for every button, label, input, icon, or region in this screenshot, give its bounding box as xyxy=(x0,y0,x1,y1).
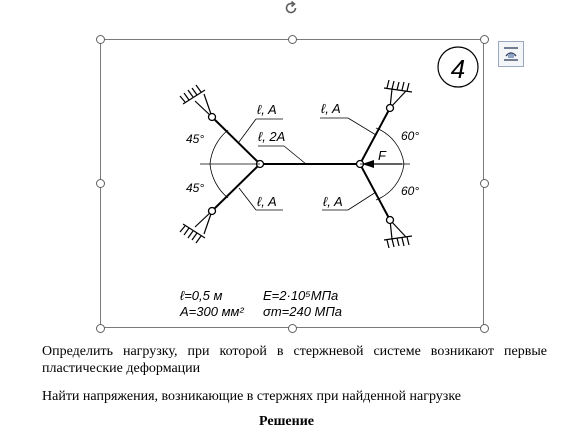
problem-number: 4 xyxy=(451,54,465,84)
resize-handle-bottom-right[interactable] xyxy=(480,324,489,333)
given-modulus: E=2·10⁵МПа xyxy=(263,288,338,303)
force-arrow xyxy=(362,160,402,168)
given-area: A=300 мм² xyxy=(179,304,244,319)
resize-handle-bottom-left[interactable] xyxy=(96,324,105,333)
rod-lower-left xyxy=(211,163,261,212)
label-angle-upper-left: 45° xyxy=(186,132,204,146)
resize-handle-top-right[interactable] xyxy=(480,35,489,44)
given-length: ℓ=0,5 м xyxy=(180,288,222,303)
resize-handle-top-center[interactable] xyxy=(288,35,297,44)
rotate-icon[interactable] xyxy=(283,0,299,16)
layout-options-button[interactable] xyxy=(498,41,524,67)
resize-handle-middle-left[interactable] xyxy=(96,179,105,188)
rods xyxy=(211,107,391,221)
rod-lower-right xyxy=(359,163,391,221)
label-rod-upper-right: ℓ, A xyxy=(321,101,341,116)
given-yield: σт=240 МПа xyxy=(263,304,342,319)
resize-handle-middle-right[interactable] xyxy=(480,179,489,188)
task-paragraph-2: Найти напряжения, возникающие в стержнях… xyxy=(42,389,462,404)
rod-upper-left xyxy=(211,116,261,165)
resize-handle-top-left[interactable] xyxy=(96,35,105,44)
solution-heading: Решение xyxy=(259,414,314,429)
task-paragraph-1: Определить нагрузку, при которой в стерж… xyxy=(42,344,547,376)
label-rod-upper-left: ℓ, A xyxy=(257,102,277,117)
right-lower-support xyxy=(383,219,413,249)
resize-handle-bottom-center[interactable] xyxy=(288,324,297,333)
label-force: F xyxy=(378,148,387,163)
label-angle-lower-left: 45° xyxy=(186,181,204,195)
text-wrap-icon xyxy=(504,47,518,61)
right-upper-support xyxy=(383,79,413,109)
left-lower-support xyxy=(179,210,213,244)
label-angle-lower-right: 60° xyxy=(401,184,419,198)
left-upper-support xyxy=(179,84,213,118)
problem-number-circle xyxy=(437,46,479,88)
rod-upper-right xyxy=(359,107,391,165)
hinges xyxy=(207,103,395,225)
label-rod-lower-left: ℓ, A xyxy=(257,194,277,209)
label-rod-lower-right: ℓ, A xyxy=(323,194,343,209)
label-rod-center: ℓ, 2A xyxy=(258,129,285,144)
label-angle-upper-right: 60° xyxy=(401,129,419,143)
